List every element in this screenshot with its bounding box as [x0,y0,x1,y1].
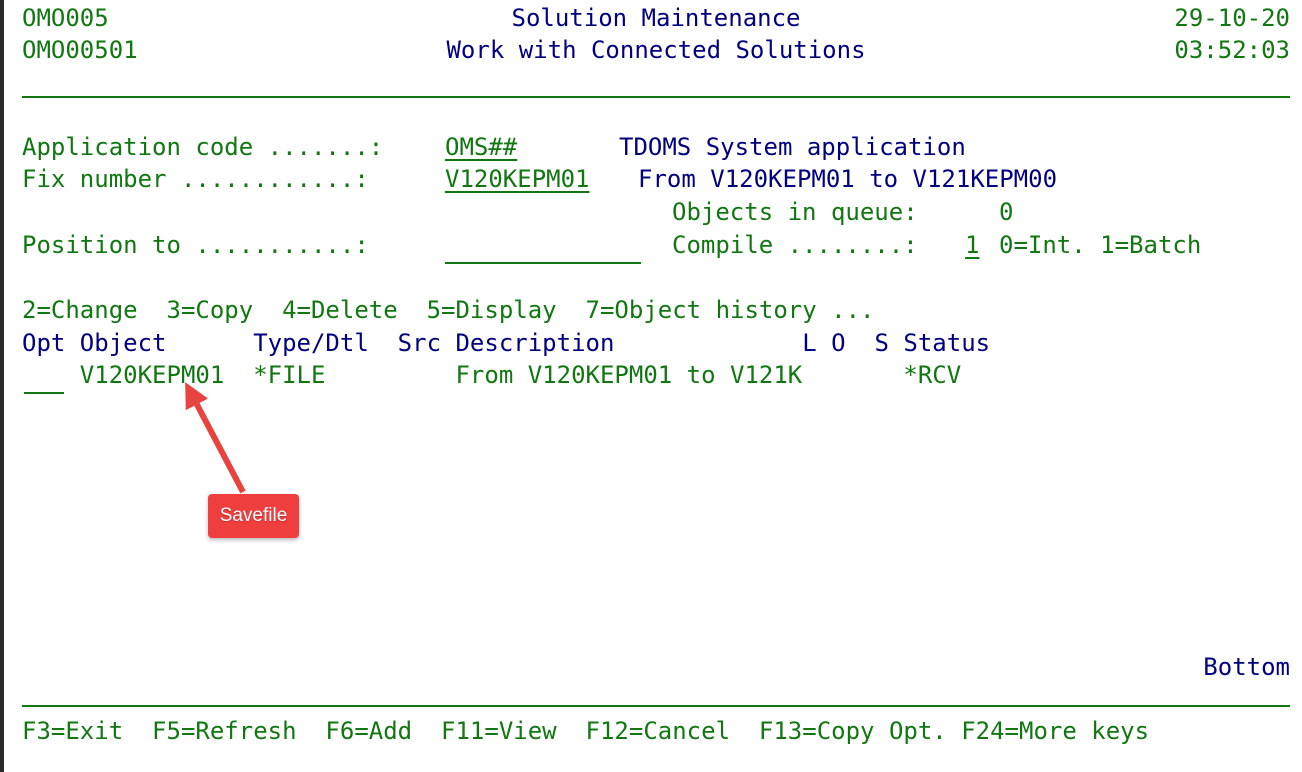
options-legend: 2=Change 3=Copy 4=Delete 5=Display 7=Obj… [22,296,875,324]
savefile-callout-label: Savefile [219,505,288,526]
footer-separator [22,705,1290,707]
fix-number-description: From V120KEPM01 to V121KEPM00 [638,165,1058,193]
objects-in-queue-value: 0 [999,198,1014,226]
application-code-label: Application code .......: [22,133,384,161]
application-code-description: TDOMS System application [619,133,966,161]
application-code-input[interactable]: OMS## [445,133,518,161]
page-title-line2: Work with Connected Solutions [446,36,866,64]
program-id: OMO005 [22,4,109,32]
page-title-line1: Solution Maintenance [511,4,801,32]
table-row-opt-input-underline[interactable] [24,392,64,394]
compile-hint: 0=Int. 1=Batch [999,231,1202,259]
position-to-input-underline [445,262,641,264]
compile-input[interactable]: 1 [965,231,980,259]
function-keys-line[interactable]: F3=Exit F5=Refresh F6=Add F11=View F12=C… [22,717,1150,745]
header-separator [22,96,1290,98]
more-indicator: Bottom [1203,653,1290,681]
system-date: 29-10-20 [1174,4,1290,32]
savefile-callout: Savefile [208,494,299,538]
position-to-input[interactable] [445,229,641,261]
fix-number-input[interactable]: V120KEPM01 [445,165,590,193]
table-row[interactable]: V120KEPM01 *FILE From V120KEPM01 to V121… [22,361,962,389]
position-to-label: Position to ...........: [22,231,369,259]
screen-id: OMO00501 [22,36,138,64]
system-time: 03:52:03 [1174,36,1290,64]
fix-number-label: Fix number ............: [22,165,369,193]
compile-label: Compile ........: [672,231,918,259]
table-column-headers: Opt Object Type/Dtl Src Description L O … [22,329,991,357]
objects-in-queue-label: Objects in queue: [672,198,918,226]
